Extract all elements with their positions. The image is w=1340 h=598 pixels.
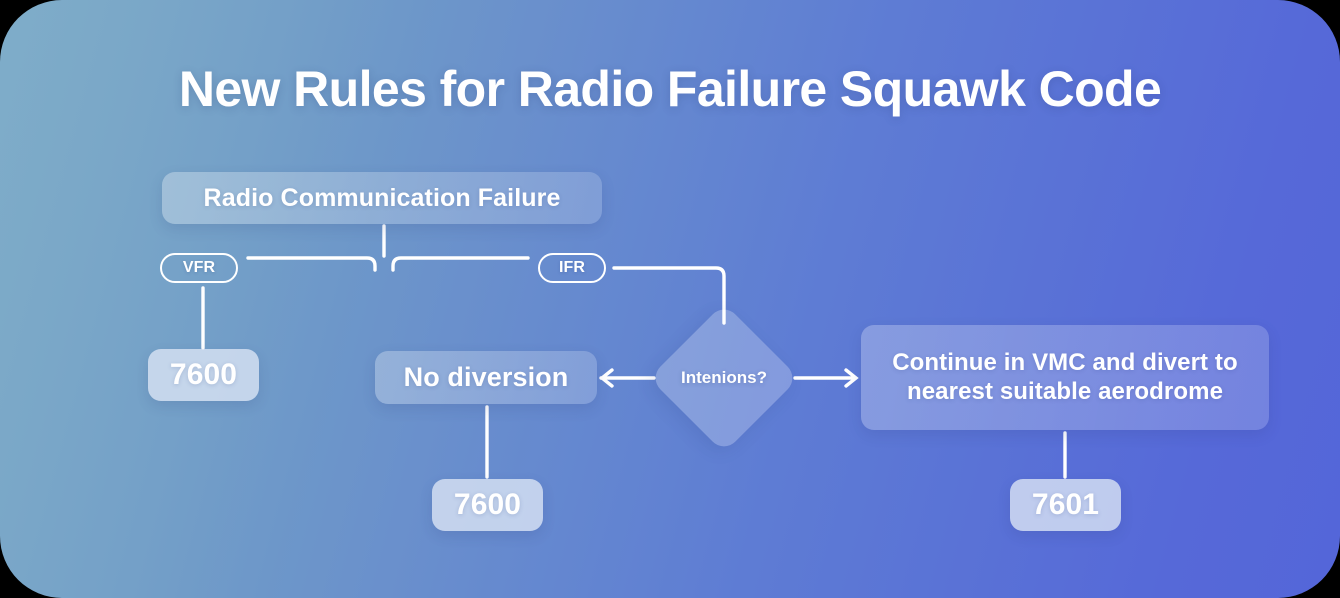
- node-no-diversion[interactable]: No diversion: [375, 351, 597, 404]
- node-radio-communication-failure[interactable]: Radio Communication Failure: [162, 172, 602, 224]
- branch-label-ifr[interactable]: IFR: [538, 253, 606, 283]
- decision-diamond-label: Intenions?: [681, 368, 767, 387]
- arrowhead-right: [844, 368, 859, 388]
- squawk-code-no-diversion[interactable]: 7600: [432, 479, 543, 531]
- arrowhead-left: [599, 368, 614, 388]
- page-title: New Rules for Radio Failure Squawk Code: [178, 61, 1162, 117]
- branch-label-vfr[interactable]: VFR: [160, 253, 238, 283]
- node-continue-vmc-divert[interactable]: Continue in VMC and divert to nearest su…: [861, 325, 1269, 430]
- wire-root-to-ifr: [391, 256, 530, 272]
- wire-ifr-to-decision: [612, 266, 726, 325]
- wire-root-to-vfr: [246, 256, 377, 272]
- squawk-code-divert[interactable]: 7601: [1010, 479, 1121, 531]
- squawk-code-vfr[interactable]: 7600: [148, 349, 259, 401]
